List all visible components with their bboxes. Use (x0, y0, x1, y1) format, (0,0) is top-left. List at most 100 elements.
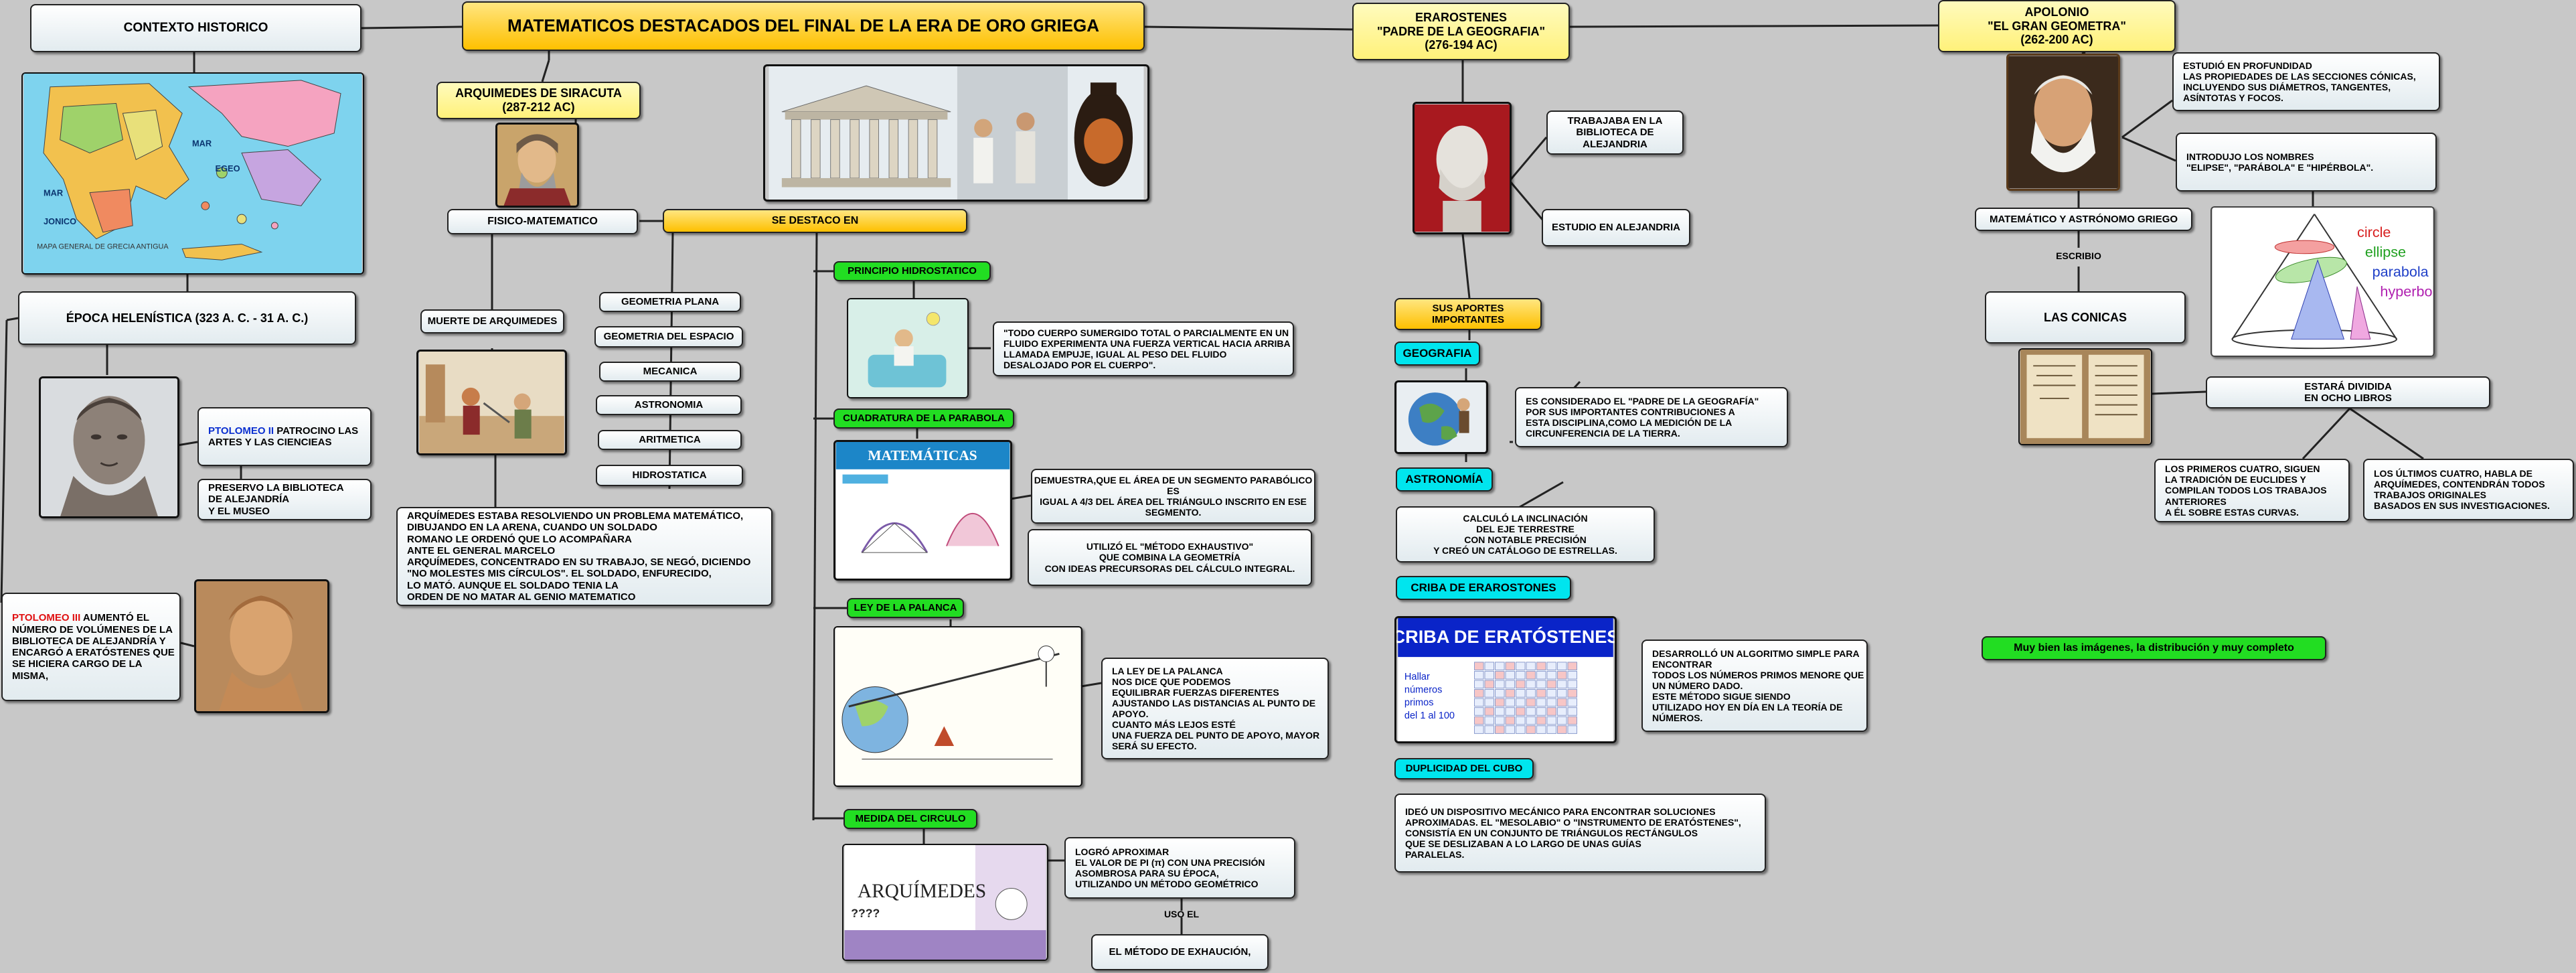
node-estudio-alejandria: ESTUDIO EN ALEJANDRIA (1542, 209, 1690, 246)
area-hidrostatica: HIDROSTATICA (596, 465, 743, 486)
sieve-cell (1546, 698, 1557, 707)
area-aritmetica: ARITMETICA (598, 430, 742, 450)
node-estudio-profundidad: ESTUDIÓ EN PROFUNDIDAD LAS PROPIEDADES D… (2172, 52, 2440, 111)
criba-side-2: números (1404, 684, 1442, 695)
ptolomeo-ii-name: PTOLOMEO II (208, 425, 274, 437)
node-muerte-texto: ARQUÍMEDES ESTABA RESOLVIENDO UN PROBLEM… (396, 507, 773, 606)
criba-side-4: del 1 al 100 (1404, 710, 1455, 721)
node-astronomia-texto: CALCULÓ LA INCLINACIÓN DEL EJE TERRESTRE… (1396, 506, 1655, 563)
map-label-jonico: JONICO (44, 216, 76, 226)
sieve-cell (1536, 707, 1546, 716)
sieve-cell (1474, 680, 1484, 689)
sieve-cell (1484, 707, 1495, 716)
sieve-cell (1484, 680, 1495, 689)
sieve-cell (1536, 689, 1546, 698)
sieve-cell (1474, 707, 1484, 716)
sieve-cell (1526, 707, 1536, 716)
node-geografia: GEOGRAFIA (1394, 342, 1480, 366)
sieve-cell (1474, 716, 1484, 725)
cuadratura-parabola-image: MATEMÁTICAS (833, 440, 1012, 581)
node-preservo-biblioteca: PRESERVO LA BIBLIOTECA DE ALEJANDRÍA Y E… (197, 479, 372, 520)
arquimedes-portrait-image (495, 123, 579, 208)
sieve-cell (1516, 662, 1526, 670)
sieve-cell (1495, 716, 1505, 725)
teacher-comment: Muy bien las imágenes, la distribución y… (1982, 636, 2326, 660)
sieve-cell (1536, 670, 1546, 680)
sieve-cell (1567, 716, 1578, 725)
sieve-cell (1536, 716, 1546, 725)
sieve-cell (1505, 689, 1516, 698)
ley-palanca-image (833, 626, 1082, 787)
sieve-cell (1546, 716, 1557, 725)
sieve-cell (1484, 698, 1495, 707)
sieve-cell (1556, 698, 1567, 707)
geografia-globe-image (1394, 380, 1488, 454)
node-cuadratura-parabola: CUADRATURA DE LA PARABOLA (833, 408, 1014, 429)
area-geometria-plana: GEOMETRIA PLANA (599, 292, 741, 312)
medida-circulo-image: ARQUÍMEDES ???? (842, 844, 1048, 961)
arquimedes-logo-text: ARQUÍMEDES (858, 880, 986, 902)
eratostenes-bust-image (1413, 102, 1512, 234)
sieve-cell (1526, 689, 1536, 698)
sieve-cell (1505, 662, 1516, 670)
map-label-mar: MAR (192, 139, 212, 149)
sieve-cell (1484, 725, 1495, 734)
sieve-cell (1484, 689, 1495, 698)
sieve-cell (1495, 662, 1505, 670)
cone-label-circle: circle (2357, 224, 2391, 240)
node-primeros-cuatro: LOS PRIMEROS CUATRO, SIGUEN LA TRADICIÓN… (2154, 459, 2350, 522)
sieve-cell (1505, 698, 1516, 707)
sieve-cell (1505, 680, 1516, 689)
node-contexto-historico: CONTEXTO HISTORICO (30, 4, 361, 52)
sieve-cell (1536, 680, 1546, 689)
ptolomeo-iii-text: AUMENTÓ EL NÚMERO DE VOLÚMENES DE LA BIB… (12, 612, 175, 682)
node-fisico-matematico: FISICO-MATEMATICO (447, 209, 638, 234)
criba-title: CRIBA DE ERATÓSTENES (1396, 626, 1615, 647)
sieve-cell (1567, 725, 1578, 734)
sieve-cell (1546, 670, 1557, 680)
sieve-cell (1474, 670, 1484, 680)
cone-label-ellipse: ellipse (2365, 244, 2406, 260)
sieve-cell (1556, 725, 1567, 734)
node-duplicidad-texto: IDEÓ UN DISPOSITIVO MECÁNICO PARA ENCONT… (1394, 794, 1766, 873)
sieve-cell (1484, 662, 1495, 670)
node-eratostenes: ERAROSTENES "PADRE DE LA GEOGRAFIA" (276… (1352, 3, 1570, 60)
node-apolonio: APOLONIO "EL GRAN GEOMETRA" (262-200 AC) (1938, 0, 2176, 52)
sieve-cell (1526, 662, 1536, 670)
sieve-cell (1516, 680, 1526, 689)
sieve-cell (1495, 689, 1505, 698)
sieve-cell (1536, 698, 1546, 707)
sieve-cell (1505, 670, 1516, 680)
node-cuadratura-texto: DEMUESTRA,QUE EL ÁREA DE UN SEGMENTO PAR… (1031, 469, 1315, 524)
sieve-cell (1556, 680, 1567, 689)
node-ultimos-cuatro: LOS ÚLTIMOS CUATRO, HABLA DE ARQUÍMEDES,… (2363, 459, 2574, 520)
sieve-cell (1474, 725, 1484, 734)
sieve-cell (1546, 680, 1557, 689)
sieve-cell (1505, 725, 1516, 734)
parthenon-scene-image (763, 64, 1149, 202)
greece-map-image: MAR EGEO MAR JONICO MAPA GENERAL DE GREC… (21, 72, 364, 275)
label-uso-el: USO EL (1163, 908, 1200, 919)
node-medida-circulo: MEDIDA DEL CIRCULO (843, 809, 977, 829)
sieve-cell (1546, 707, 1557, 716)
sieve-cell (1516, 716, 1526, 725)
node-epoca-helenistica: ÉPOCA HELENÍSTICA (323 A. C. - 31 A. C.) (18, 291, 356, 345)
ptolomeo-iii-bust-image (194, 579, 329, 713)
muerte-arquimedes-image (416, 350, 567, 455)
label-escribio: ESCRIBIO (2056, 250, 2101, 261)
sieve-cell (1495, 698, 1505, 707)
node-trabajaba-biblioteca: TRABAJABA EN LA BIBLIOTECA DE ALEJANDRIA (1546, 110, 1684, 155)
sieve-cell (1484, 670, 1495, 680)
sieve-cell (1516, 698, 1526, 707)
sieve-cell (1556, 662, 1567, 670)
sieve-cell (1567, 680, 1578, 689)
conicas-book-image (2018, 348, 2152, 445)
node-muerte-arquimedes: MUERTE DE ARQUIMEDES (420, 309, 564, 333)
node-duplicidad-cubo: DUPLICIDAD DEL CUBO (1394, 758, 1534, 779)
sieve-cell (1556, 707, 1567, 716)
sieve-cell (1567, 707, 1578, 716)
apolonio-portrait-image (2006, 54, 2120, 191)
node-matematico-astronomo: MATEMÁTICO Y ASTRÓNOMO GRIEGO (1975, 208, 2192, 231)
sieve-cell (1495, 670, 1505, 680)
sieve-cell (1516, 689, 1526, 698)
